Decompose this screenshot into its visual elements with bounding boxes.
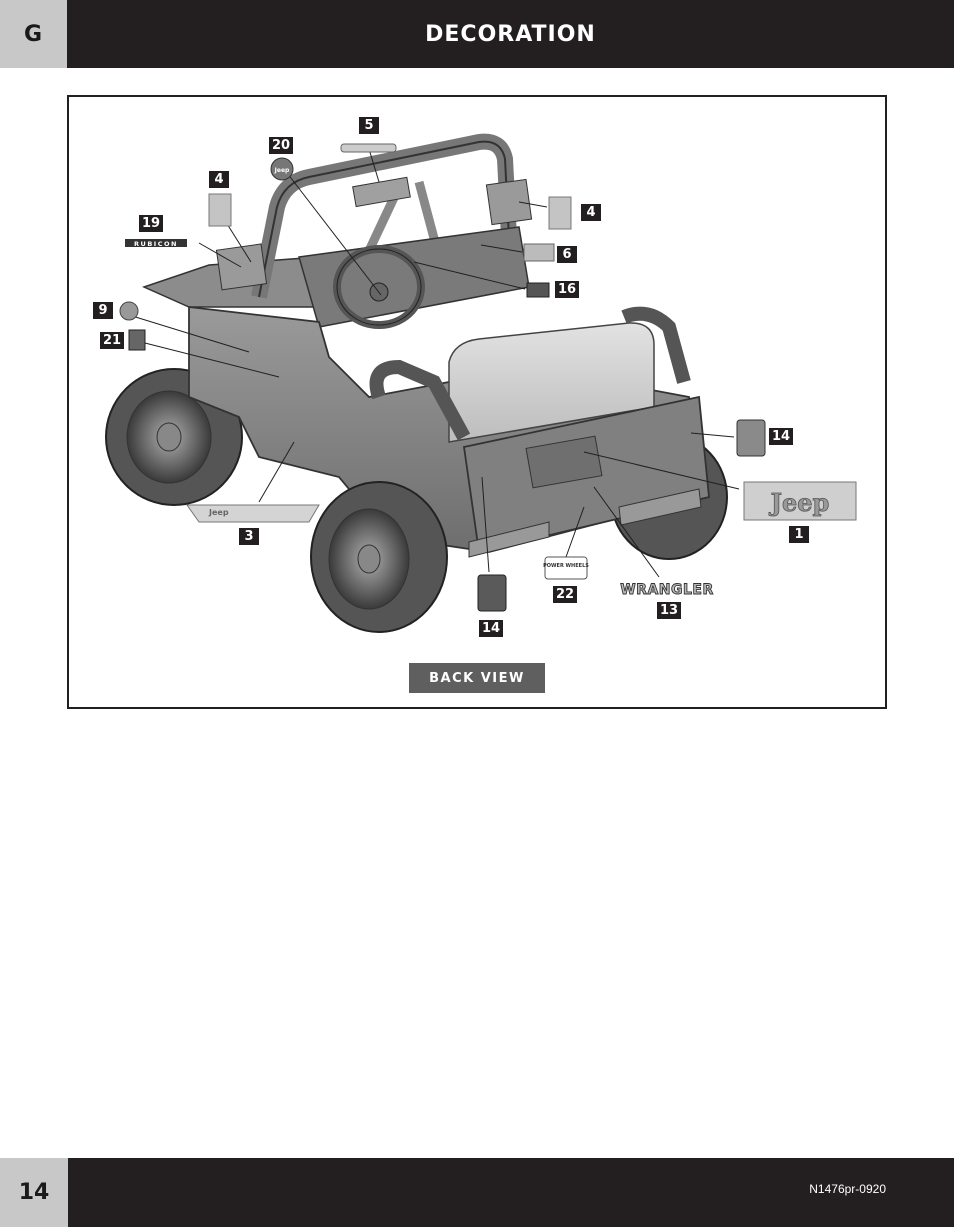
callout-4-right: 4 [581,204,601,221]
decal-4-left [208,193,232,227]
decal-16-gauge [526,282,550,298]
callout-3: 3 [239,528,259,545]
decal-4-right [548,196,572,230]
decal-5-strip [340,143,397,153]
seat [448,322,655,443]
callout-21: 21 [100,332,125,349]
roll-bar-pad-right [485,178,533,226]
decal-22-text: POWER WHEELS [543,563,589,569]
decal-20-jeep-emblem: Jeep [270,157,294,181]
decal-3-text: Jeep [208,508,229,517]
callout-9: 9 [93,302,113,319]
footer-bar [68,1158,954,1227]
decal-13-text: WRANGLER [620,582,714,598]
decal-21-badge [128,329,146,351]
callout-4-left: 4 [209,171,229,188]
roll-bar-top-pad [352,176,411,208]
callout-16: 16 [555,281,580,298]
document-code: N1476pr-0920 [809,1182,886,1196]
decoration-diagram: Jeep RUBICON Jeep Jeep POWER WHEELS WRAN… [67,95,887,709]
callout-19: 19 [139,215,164,232]
decal-14-right-light [736,419,766,457]
callout-6: 6 [557,246,577,263]
section-letter-tab: G [0,0,67,68]
decal-20-text: Jeep [274,167,290,174]
decal-19-text: RUBICON [134,240,178,248]
callout-14-bottom: 14 [479,620,504,637]
rear-roll-bar-left [369,359,471,441]
page-number: 14 [18,1180,50,1205]
decal-6-grille [523,243,555,262]
decal-3-side-stripe: Jeep [186,504,320,523]
callout-22: 22 [553,586,578,603]
rear-left-tire [310,481,448,633]
page-number-tab: 14 [0,1158,68,1227]
callout-1: 1 [789,526,809,543]
jeep-illustration: Jeep RUBICON Jeep Jeep POWER WHEELS WRAN… [105,133,857,633]
callout-5: 5 [359,117,379,134]
bumper-left [468,521,550,558]
back-view-label: BACK VIEW [409,663,545,693]
section-letter: G [23,21,44,47]
section-title-bar: DECORATION [67,0,954,68]
decal-14-bottom-light [477,574,507,612]
decal-1-text: Jeep [769,488,830,517]
decal-13-wrangler: WRANGLER [620,582,714,599]
section-title: DECORATION [425,21,596,47]
decal-19-rubicon: RUBICON [125,239,187,248]
bumper-right [618,488,702,526]
roll-bar-pad-left [215,243,268,291]
callout-20: 20 [269,137,294,154]
decal-1-jeep-tailgate: Jeep [743,481,857,521]
rear-roll-bar-right [621,306,691,384]
decal-22-power-wheels: POWER WHEELS [543,556,589,580]
callout-13: 13 [657,602,682,619]
steering-wheel [333,245,425,329]
decal-9-badge [119,301,139,321]
callout-14-right: 14 [769,428,794,445]
